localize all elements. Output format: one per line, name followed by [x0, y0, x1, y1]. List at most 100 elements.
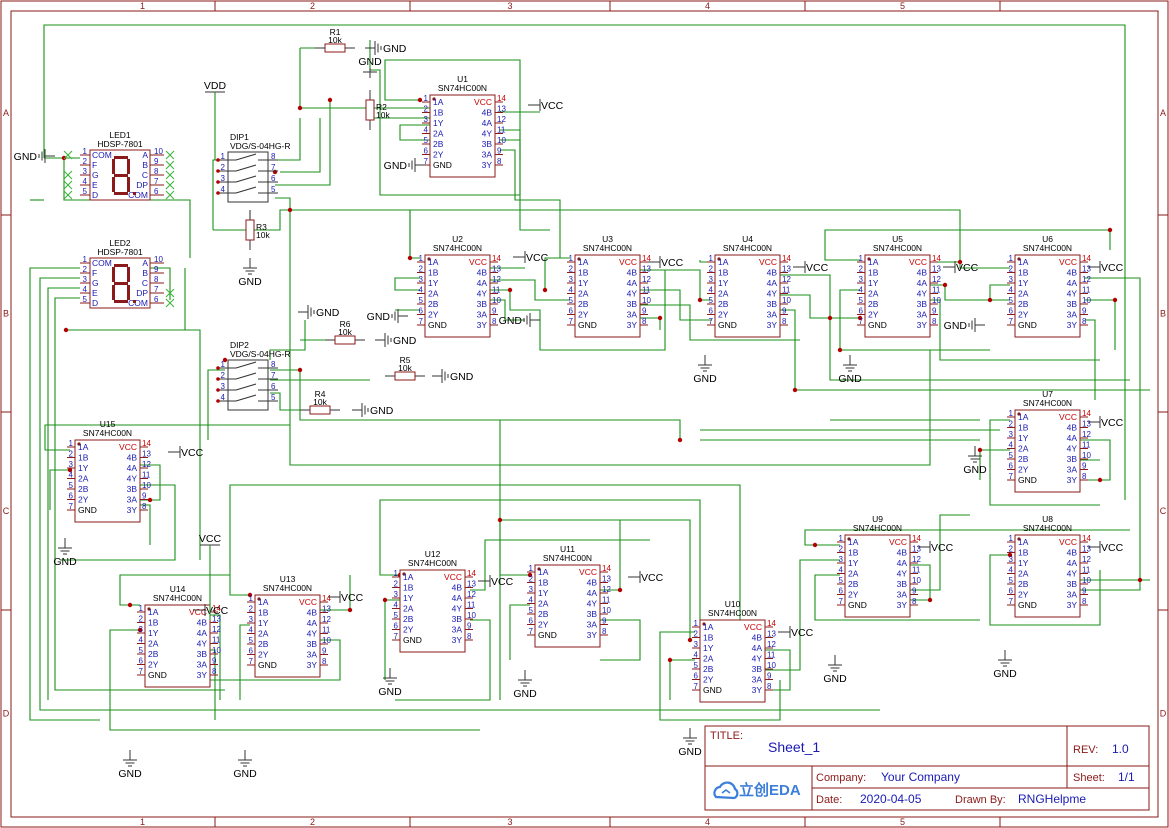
pin-name: 3A: [767, 310, 778, 320]
pin-name: 1B: [848, 548, 859, 558]
wire: [150, 267, 171, 300]
sheet-value: 1/1: [1118, 770, 1135, 784]
pin1-dot-icon: [867, 257, 871, 261]
ic-part: SN74HC00N: [723, 243, 772, 253]
pin1-dot-icon: [537, 567, 541, 571]
led-part: HDSP-7801: [97, 139, 143, 149]
pin-name: 4Y: [197, 639, 208, 649]
gnd-symbol-icon: GND: [352, 403, 394, 417]
ic-ref: U15: [100, 419, 116, 429]
wire-junction: [417, 97, 423, 103]
pin-name: 1B: [428, 268, 439, 278]
vcc-label: VCC: [1101, 542, 1124, 554]
wire: [409, 209, 961, 260]
pin-number: 10: [142, 481, 151, 490]
wire-junction: [987, 297, 993, 303]
pin-number: 2: [221, 371, 226, 380]
pin-number: 12: [142, 460, 151, 469]
pin-number: 4: [249, 626, 254, 635]
pin-name: 2Y: [703, 675, 714, 685]
pin-number: 10: [497, 136, 506, 145]
pin-name: VCC: [1059, 412, 1077, 422]
pin-number: 7: [154, 285, 159, 294]
pin-number: 7: [839, 597, 844, 606]
pin-name: GND: [538, 630, 557, 640]
vcc-label: VCC: [791, 627, 814, 639]
pin-name: 1Y: [718, 278, 729, 288]
resistor-value: 10k: [376, 110, 390, 120]
ic-ref: U1: [457, 74, 468, 84]
pin-name: 4Y: [1067, 569, 1078, 579]
pin-number: 11: [912, 566, 921, 575]
pin-name: 2B: [78, 484, 89, 494]
pin-name: 2Y: [538, 620, 549, 630]
wire: [989, 554, 1101, 626]
wire-junction: [137, 627, 143, 633]
pin-number: 12: [212, 625, 221, 634]
wire-junction: [297, 367, 303, 373]
pin-name: 4B: [1067, 423, 1078, 433]
wire: [669, 659, 695, 700]
pin-number: 5: [424, 136, 429, 145]
pin-number: 13: [492, 265, 501, 274]
pin-number: 7: [1009, 317, 1014, 326]
gnd-symbol-icon: GND: [513, 670, 537, 700]
pin-name: D: [92, 298, 98, 308]
pin-name: 4A: [127, 463, 138, 473]
pin-number: 1: [1009, 409, 1014, 418]
gnd-symbol-icon: GND: [963, 446, 987, 476]
resistor-value: 10k: [328, 35, 342, 45]
pin-number: 10: [212, 646, 221, 655]
pin-number: 7: [1009, 597, 1014, 606]
wire-junction: [812, 542, 818, 548]
pin-number: 2: [569, 265, 574, 274]
ic-body: [714, 254, 781, 338]
wire: [814, 574, 980, 621]
pin-number: 4: [1009, 286, 1014, 295]
pin-name: 2Y: [578, 310, 589, 320]
pin-name: 2B: [703, 664, 714, 674]
vcc-power-label: VCC: [478, 575, 514, 588]
dip-part: VDG/S-04HG-R: [230, 349, 290, 359]
wire: [490, 299, 525, 321]
pin-name: 3B: [627, 299, 638, 309]
pin-name: COM: [92, 150, 112, 160]
pin-name: 3A: [897, 590, 908, 600]
pin-name: VCC: [1059, 257, 1077, 267]
wire: [239, 624, 250, 700]
pin-number: 7: [529, 627, 534, 636]
pin-number: 1: [1009, 534, 1014, 543]
vcc-label: VCC: [956, 262, 979, 274]
pin-name: 3Y: [197, 670, 208, 680]
wire: [275, 100, 331, 186]
pin-name: 1B: [433, 108, 444, 118]
resistor-body: [324, 43, 346, 53]
pin-number: 3: [221, 174, 226, 183]
wire: [640, 269, 712, 301]
